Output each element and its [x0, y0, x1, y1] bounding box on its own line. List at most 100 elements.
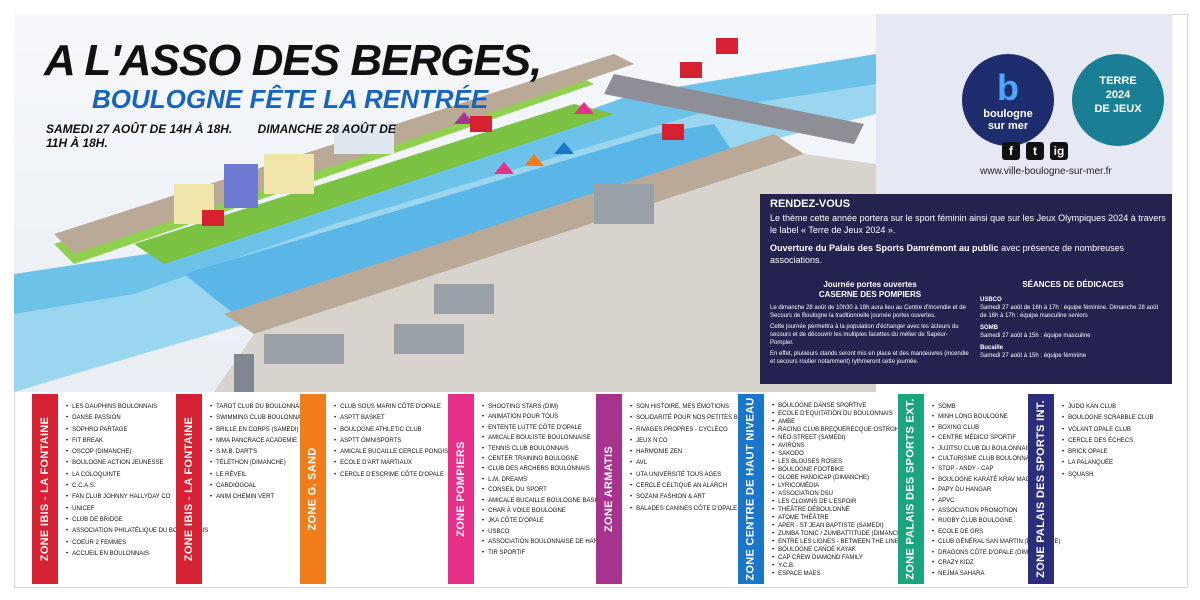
zone-item: UTA UNIVERSITÉ TOUS AGES	[630, 470, 763, 481]
zone-name: ZONE POMPIERS	[455, 441, 467, 537]
rdv-paragraph-theme: Le thème cette année portera sur le spor…	[770, 213, 1166, 235]
zone-item: APER - ST JEAN BAPTISTE (SAMEDI)	[772, 522, 912, 530]
bridge	[604, 74, 864, 144]
zone-item: NEJMA SAHARA	[932, 569, 1060, 579]
zone-item: OSCOP (DIMANCHE)	[66, 447, 208, 458]
zone-item: RUGBY CLUB BOULOGNE	[932, 516, 1060, 526]
zone-item: CERCLE D'ESCRIME CÔTE D'OPALE	[334, 470, 456, 481]
zone-item: NÉO-STREET (SAMEDI)	[772, 434, 912, 442]
zone-item: ECOLE D'EQUITATION DU BOULONNAIS	[772, 410, 912, 418]
zone-item: CLUB GÉNÉRAL SAN MARTIN (DIMANCHE)	[932, 537, 1060, 547]
jpo-paragraph: Le dimanche 28 août de 10h30 à 18h aura …	[770, 305, 966, 319]
instagram-icon[interactable]: ig	[1050, 142, 1068, 160]
map-illustration	[14, 38, 876, 392]
rdv-opening-rest: avec présence de nombreuses associations…	[770, 243, 1125, 265]
road-boulevard-chanzy	[224, 134, 804, 334]
zone-item: AMICALE BUCAILLE BOULOGNE BASKET	[482, 496, 617, 506]
zone-item: ENTRE LES LIGNES - BETWEEN THE LINES	[772, 538, 912, 546]
zone-band: ZONE G. SAND	[300, 394, 326, 584]
zone-name: ZONE PALAIS DES SPORTS INT.	[1035, 400, 1047, 578]
zone-item: ECOLE D'ART MARTIAUX	[334, 458, 456, 469]
rdv-opening-bold: Ouverture du Palais des Sports Damrémont…	[770, 243, 999, 253]
zone-item: FAN CLUB JOHNNY HALLYDAY CO	[66, 492, 208, 503]
zone-item: CERCLE CELTIQUE AN ALARCH	[630, 481, 763, 492]
zone-name: ZONE G. SAND	[307, 447, 319, 531]
zone-item: BOULOGNE CANOË KAYAK	[772, 546, 912, 554]
zone-item: MINH LONG BOULOGNE	[932, 412, 1060, 422]
zone-item: SHOOTING STARS (DIM)	[482, 402, 617, 412]
zone-item: JEUX N'CO	[630, 436, 763, 447]
zone-item: JUDO KAN CLUB	[1062, 402, 1153, 413]
dedicace-text: Samedi 27 août de 16h à 17h : équipe fém…	[980, 305, 1159, 319]
zone-item: SQUASH	[1062, 470, 1153, 481]
zone-name: ZONE ARMATIS	[603, 445, 616, 533]
rendez-vous-box: RENDEZ-VOUS Le thème cette année portera…	[760, 194, 1172, 384]
zone-item: C.C.A.S.	[66, 481, 208, 492]
zone-item: TÉLÉTHON (DIMANCHE)	[210, 458, 307, 469]
zone-item: ASSOCIATION PHILATÉLIQUE DU BOULONNAIS	[66, 526, 208, 537]
page-title: A L'ASSO DES BERGES,	[44, 36, 542, 85]
zone-item: SOLIDARITÉ POUR NOS PETITES BOUILLES	[630, 413, 763, 424]
zone-band: ZONE CENTRE DE HAUT NIVEAU	[738, 394, 764, 584]
dedicace-text: Samedi 27 août à 15h : équipe féminine	[980, 353, 1087, 359]
zone-item: LA COLOQUINTE	[66, 470, 208, 481]
website-link[interactable]: www.ville-boulogne-sur-mer.fr	[980, 166, 1112, 177]
zone-item: CHAR À VOILE BOULOGNE	[482, 506, 617, 516]
logos-panel: b boulogne sur mer TERRE 2024 DE JEUX f …	[876, 14, 1172, 194]
zone-item: BALADES CANINES CÔTE D'OPALE	[630, 504, 763, 515]
zone-name: ZONE IBIS - LA FONTAINE	[183, 416, 195, 562]
zone-item: Y.C.B.	[772, 562, 912, 570]
zone-item: CRAZY KIDZ	[932, 558, 1060, 568]
zone-item: TAROT CLUB DU BOULONNAIS	[210, 402, 307, 413]
rdv-title: RENDEZ-VOUS	[770, 198, 851, 210]
zone-item: USBCO	[482, 527, 617, 537]
zone-item: CLUB DES ARCHERS BOULONNAIS	[482, 464, 617, 474]
zone-item: ANIM CHEMIN VERT	[210, 492, 307, 503]
date-sunday: DIMANCHE 28 AOÛT DE 11H À 18H.	[46, 122, 396, 150]
zone-items: BOULOGNE DANSE SPORTIVEECOLE D'EQUITATIO…	[772, 402, 912, 578]
zone-item: SOPHRO PARTAGE	[66, 425, 208, 436]
jpo-heading: Journée portes ouvertes CASERNE DES POMP…	[770, 280, 970, 300]
zone-item: BOULOGNE DANSE SPORTIVE	[772, 402, 912, 410]
zone-items: CLUB SOUS MARIN CÔTE D'OPALEASPTT BASKET…	[334, 402, 456, 481]
zone-item: CULTURISME CLUB BOULONNAIS	[932, 454, 1060, 464]
zone-item: LES CLOWNS DE L'ESPOIR	[772, 498, 912, 506]
zone-item: BOULOGNE FOOTBIKE	[772, 466, 912, 474]
zone-item: CLUB SOUS MARIN CÔTE D'OPALE	[334, 402, 456, 413]
zone-band: ZONE ARMATIS	[596, 394, 622, 584]
facebook-icon[interactable]: f	[1002, 142, 1020, 160]
zone-item: AMICALE BUCAILLE CERCLE PONGISTE	[334, 447, 456, 458]
zone-item: AVIRONS	[772, 442, 912, 450]
zone-item: SOZANI FASHION & ART	[630, 492, 763, 503]
zone-band: ZONE POMPIERS	[448, 394, 474, 584]
zone-item: DANSE PASSION	[66, 413, 208, 424]
zone-item: THÉÂTRE DÉBOULONNÉ	[772, 506, 912, 514]
zone-item: ACCUEIL EN BOULONNAIS	[66, 549, 208, 560]
zone-item: ASSOCIATION BOULONNAISE DE HANDBALL	[482, 537, 617, 547]
zone-item: SOMB	[932, 402, 1060, 412]
zone-item: TENNIS CLUB BOULONNAIS	[482, 444, 617, 454]
zone-item: JUJITSU CLUB DU BOULONNAIS	[932, 444, 1060, 454]
zone-item: VOLANT OPALE CLUB	[1062, 425, 1153, 436]
dedicace-club: Bucaille	[980, 345, 1004, 351]
river-liane	[184, 124, 734, 314]
dedicace-club: USBCO	[980, 297, 1002, 303]
jpo-paragraph: Cette journée permettra à la population …	[770, 324, 959, 346]
zone-item: AMICALE BOULISTE BOULONNAISE	[482, 433, 617, 443]
zone-item: BRILLE EN CORPS (SAMEDI)	[210, 425, 307, 436]
zone-item: MMA PANCRACE ACADEMIE	[210, 436, 307, 447]
twitter-icon[interactable]: t	[1026, 142, 1044, 160]
zone-item: ATOME THÉÂTRE	[772, 514, 912, 522]
date-saturday: SAMEDI 27 AOÛT DE 14H À 18H.	[46, 122, 233, 136]
jpo-heading-line1: Journée portes ouvertes	[823, 280, 917, 289]
zone-item: CENTER TRAINING BOULOGNE	[482, 454, 617, 464]
dedicaces-heading: SÉANCES DE DÉDICACES	[1022, 280, 1124, 289]
zone-name: ZONE PALAIS DES SPORTS EXT.	[905, 398, 918, 580]
zone-item: DRAGONS CÔTE D'OPALE (DIMANCHE)	[932, 548, 1060, 558]
zone-item: ECOLE DE GRS	[932, 527, 1060, 537]
zone-item: ASSOCIATION DSU	[772, 490, 912, 498]
rdv-paragraph-opening: Ouverture du Palais des Sports Damrémont…	[770, 242, 1166, 266]
zone-item: PAPY DU HANGAR	[932, 485, 1060, 495]
zone-item: LES BLOUSES ROSES	[772, 458, 912, 466]
